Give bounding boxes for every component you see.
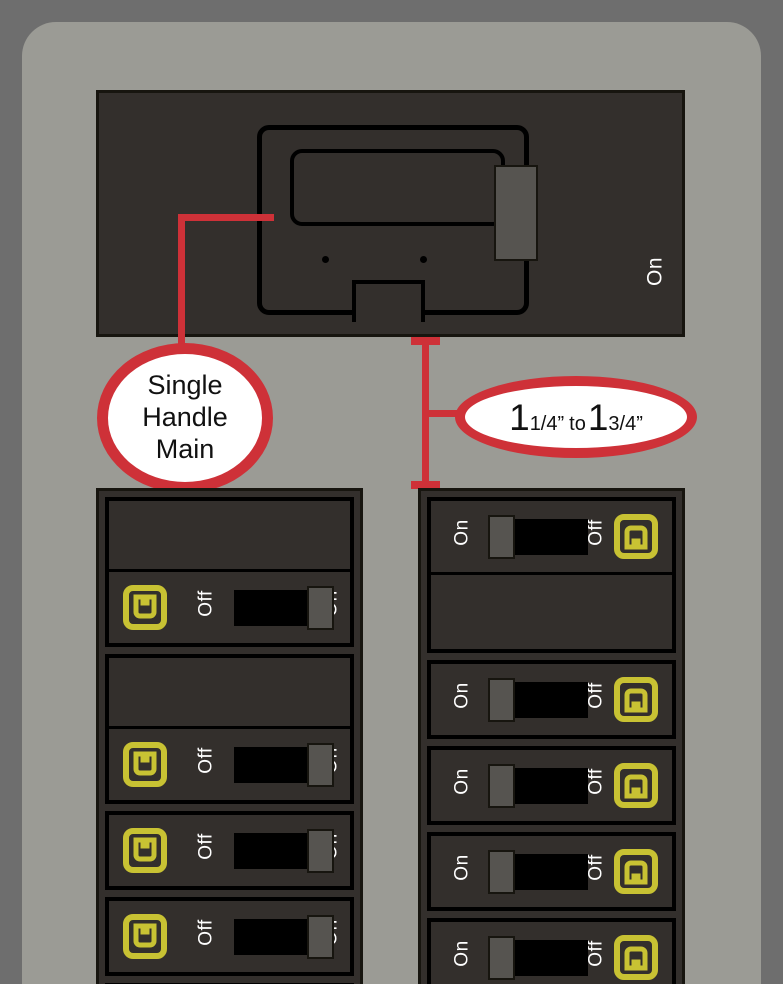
- blank-breaker-slot: [109, 501, 350, 572]
- mounting-dot-right-icon: [420, 256, 427, 263]
- terminal-lug-icon: [614, 849, 658, 894]
- breaker-off-label: Off: [585, 682, 607, 709]
- breaker-toggle-handle[interactable]: [307, 586, 334, 630]
- terminal-lug-icon: [614, 763, 658, 808]
- breaker-toggle-body: [234, 919, 312, 955]
- breaker-toggle-body: [510, 682, 588, 718]
- blank-breaker-slot: [109, 658, 350, 729]
- breaker-toggle[interactable]: [234, 743, 334, 787]
- breaker-on-label: On: [451, 682, 473, 709]
- breaker-toggle-body: [510, 940, 588, 976]
- breaker-row[interactable]: Off On: [431, 922, 672, 984]
- breaker-toggle[interactable]: [488, 936, 588, 980]
- breaker-on-label: On: [451, 768, 473, 795]
- breaker-on-label: On: [451, 854, 473, 881]
- terminal-lug-icon: [614, 935, 658, 980]
- breaker-row[interactable]: Off On: [431, 750, 672, 821]
- dimension-line: [422, 337, 429, 489]
- breaker-toggle-handle[interactable]: [307, 829, 334, 873]
- breaker-row[interactable]: Off On: [431, 664, 672, 735]
- dimension-value-2: 1: [587, 396, 609, 438]
- terminal-lug-icon: [614, 514, 658, 559]
- breaker-toggle-body: [234, 747, 312, 783]
- dimension-value-1: 1: [509, 396, 530, 438]
- dimension-fraction-1: 1/4”: [529, 412, 565, 435]
- single-handle-main-callout: Single Handle Main: [97, 343, 273, 493]
- breaker-toggle[interactable]: [234, 829, 334, 873]
- mounting-dot-left-icon: [322, 256, 329, 263]
- breaker-toggle[interactable]: [488, 515, 588, 559]
- callout-line-1: Single: [147, 370, 223, 401]
- breaker-off-label: Off: [585, 519, 607, 546]
- terminal-lug-icon: [123, 742, 167, 787]
- breaker-on-label: On: [451, 519, 473, 546]
- terminal-lug-icon: [123, 585, 167, 630]
- breaker-toggle-body: [510, 519, 588, 555]
- breaker-row[interactable]: Off On: [431, 501, 672, 572]
- main-breaker-block[interactable]: Off On: [96, 90, 685, 337]
- breaker-toggle-body: [234, 833, 312, 869]
- single-pole-breaker-unit[interactable]: Off On: [427, 832, 676, 911]
- breaker-toggle-handle[interactable]: [307, 743, 334, 787]
- breaker-off-label: Off: [195, 919, 217, 946]
- breaker-toggle-body: [510, 768, 588, 804]
- dimension-connector: to: [569, 412, 586, 435]
- callout-line-2: Handle: [142, 402, 228, 433]
- breaker-off-label: Off: [195, 590, 217, 617]
- main-breaker-notch: [352, 280, 425, 322]
- terminal-lug-icon: [123, 914, 167, 959]
- breaker-toggle[interactable]: [488, 764, 588, 808]
- breaker-off-label: Off: [585, 940, 607, 967]
- breaker-off-label: Off: [195, 833, 217, 860]
- breaker-toggle-handle[interactable]: [488, 764, 515, 808]
- breaker-toggle[interactable]: [488, 678, 588, 722]
- breaker-toggle-handle[interactable]: [488, 936, 515, 980]
- breaker-toggle[interactable]: [488, 850, 588, 894]
- main-on-label: On: [643, 257, 667, 287]
- breaker-toggle[interactable]: [234, 586, 334, 630]
- callout-line-3: Main: [155, 433, 215, 464]
- dimension-leader-stub: [429, 410, 475, 417]
- breaker-toggle-handle[interactable]: [488, 515, 515, 559]
- left-breaker-column: OffOnOffOnOffOnOffOnOffOnOffOn: [96, 488, 363, 984]
- main-breaker-handle[interactable]: [494, 165, 538, 261]
- single-pole-breaker-unit[interactable]: Off On: [427, 660, 676, 739]
- right-breaker-column: OffOnOffOnOffOnOffOnOffOnOffOn: [418, 488, 685, 984]
- single-pole-breaker-unit[interactable]: Off On: [427, 746, 676, 825]
- blank-breaker-slot: [431, 572, 672, 649]
- main-breaker-housing: [257, 125, 538, 322]
- breaker-toggle[interactable]: [234, 915, 334, 959]
- breaker-toggle-body: [234, 590, 312, 626]
- double-pole-breaker-unit[interactable]: Off On: [427, 497, 676, 653]
- dimension-cap-top: [411, 337, 440, 345]
- terminal-lug-icon: [614, 677, 658, 722]
- breaker-toggle-handle[interactable]: [307, 915, 334, 959]
- breaker-on-label: On: [451, 940, 473, 967]
- breaker-toggle-handle[interactable]: [488, 850, 515, 894]
- terminal-lug-icon: [123, 828, 167, 873]
- single-pole-breaker-unit[interactable]: Off On: [427, 918, 676, 984]
- breaker-off-label: Off: [585, 768, 607, 795]
- main-breaker-slot: [290, 149, 538, 261]
- breaker-off-label: Off: [585, 854, 607, 881]
- callout-leader-vertical: [178, 214, 185, 354]
- breaker-row[interactable]: Off On: [431, 836, 672, 907]
- dimension-fraction-2: 3/4”: [608, 412, 643, 435]
- callout-leader-horizontal: [178, 214, 274, 221]
- breaker-toggle-body: [510, 854, 588, 890]
- breaker-toggle-handle[interactable]: [488, 678, 515, 722]
- breaker-off-label: Off: [195, 747, 217, 774]
- dimension-cap-bottom: [411, 481, 440, 489]
